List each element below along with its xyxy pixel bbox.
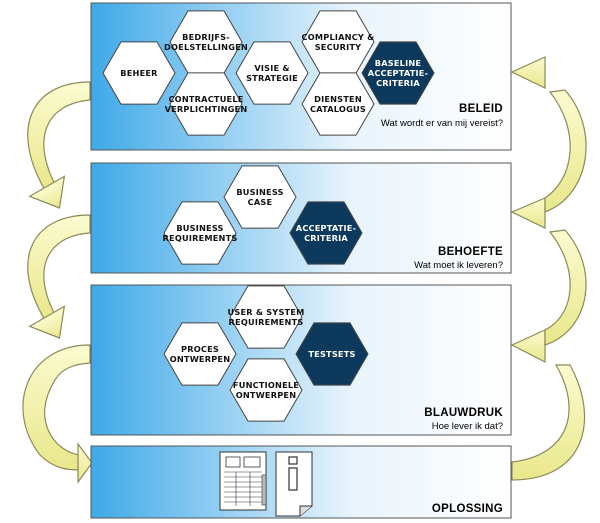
hexagon-label: CATALOGUS (310, 104, 366, 114)
hexagon-label: COMPLIANCY & (302, 32, 375, 42)
hexagon-label: TESTSETS (308, 349, 355, 359)
hexagon-shape (289, 201, 363, 265)
right-arrows (510, 56, 587, 481)
hexagon-shape (163, 201, 237, 265)
hexagon-label: CRITERIA (376, 78, 420, 88)
hexagon-label: ACCEPTATIE- (368, 68, 428, 78)
hexagon-label: BUSINESS (176, 223, 223, 233)
hexagon-label: USER & SYSTEM (228, 307, 305, 317)
hexagon-shape (361, 41, 435, 105)
server-icon (219, 451, 267, 511)
hexagon: ACCEPTATIE-CRITERIA (289, 201, 363, 265)
hexagon-label: BEHEER (120, 68, 158, 78)
panel-beleid-subtitle: Wat wordt er van mij vereist? (381, 118, 503, 129)
hexagon-label: SECURITY (315, 42, 362, 52)
hexagon-label: DIENSTEN (314, 94, 362, 104)
hexagon-shape (163, 322, 237, 386)
info-document-icon (275, 451, 313, 517)
hexagon-shape (102, 41, 176, 105)
panel-behoefte-subtitle: Wat moet ik leveren? (414, 260, 503, 271)
hexagon-label: REQUIREMENTS (229, 317, 304, 327)
hexagon-shape (301, 72, 375, 136)
hexagon-label: BUSINESS (236, 187, 283, 197)
hexagon-label: PROCES (181, 344, 219, 354)
hexagon-shape (223, 165, 297, 229)
panel-oplossing-title: OPLOSSING (432, 503, 503, 515)
hexagon-label: REQUIREMENTS (163, 233, 238, 243)
left-arrows (22, 81, 93, 484)
right-arrow-1 (511, 364, 586, 481)
hexagon-label: BASELINE (375, 58, 421, 68)
panel-blauwdruk: BLAUWDRUK Hoe lever ik dat? USER & SYSTE… (90, 284, 512, 436)
hexagon-shape (295, 322, 369, 386)
hexagon-label: VISIE & (254, 63, 289, 73)
hexagon-label: BEDRIJFS- (182, 32, 230, 42)
right-arrow-2-head (510, 197, 546, 229)
left-arrow-2-head (28, 305, 66, 339)
left-arrow-1 (27, 81, 91, 191)
right-arrow-1-head (510, 329, 546, 363)
hexagon-label: CASE (248, 197, 273, 207)
hexagon: TESTSETS (295, 322, 369, 386)
hexagon-label: STRATEGIE (246, 73, 298, 83)
hexagon: BEHEER (102, 41, 176, 105)
panel-beleid: BELEID Wat wordt er van mij vereist? BEH… (90, 2, 512, 151)
panel-behoefte-hexes: BUSINESSCASEBUSINESSREQUIREMENTSACCEPTAT… (163, 165, 363, 265)
panel-beleid-hexes: BEHEER BEDRIJFS-DOELSTELLINGEN CONTRACTUEL… (102, 10, 435, 136)
right-arrow-3-head (510, 56, 546, 89)
left-arrow-1-head (28, 175, 66, 209)
panel-oplossing: OPLOSSING (90, 445, 512, 519)
hexagon-label: CONTRACTUELE (168, 94, 243, 104)
hexagon-shape (169, 72, 243, 136)
left-arrow-3-head (77, 442, 93, 484)
hexagon-label: DOELSTELLINGEN (164, 42, 248, 52)
hexagon-label: ACCEPTATIE- (296, 223, 356, 233)
hexagon-shape (229, 285, 303, 349)
hexagon-label: VERPLICHTINGEN (165, 104, 248, 114)
panel-behoefte-title: BEHOEFTE (438, 246, 503, 258)
panel-behoefte: BEHOEFTE Wat moet ik leveren? BUSINESSCA… (90, 162, 512, 274)
right-arrow-2 (544, 229, 587, 346)
hexagon-label: CRITERIA (304, 233, 348, 243)
panel-blauwdruk-title: BLAUWDRUK (424, 407, 503, 419)
hexagon-label: ONTWERPEN (236, 390, 297, 400)
right-arrow-3 (544, 89, 587, 213)
panel-beleid-title: BELEID (459, 103, 503, 115)
hexagon: VISIE &STRATEGIE (235, 41, 309, 105)
hexagon-shape (235, 41, 309, 105)
panel-blauwdruk-subtitle: Hoe lever ik dat? (432, 421, 503, 432)
panel-blauwdruk-hexes: USER & SYSTEMREQUIREMENTSPROCESONTWERPEN… (163, 285, 369, 422)
left-arrow-2 (27, 214, 91, 321)
hexagon-label: FUNCTIONELE (233, 380, 299, 390)
hexagon-label: ONTWERPEN (170, 354, 231, 364)
hexagon-shape (229, 358, 303, 422)
